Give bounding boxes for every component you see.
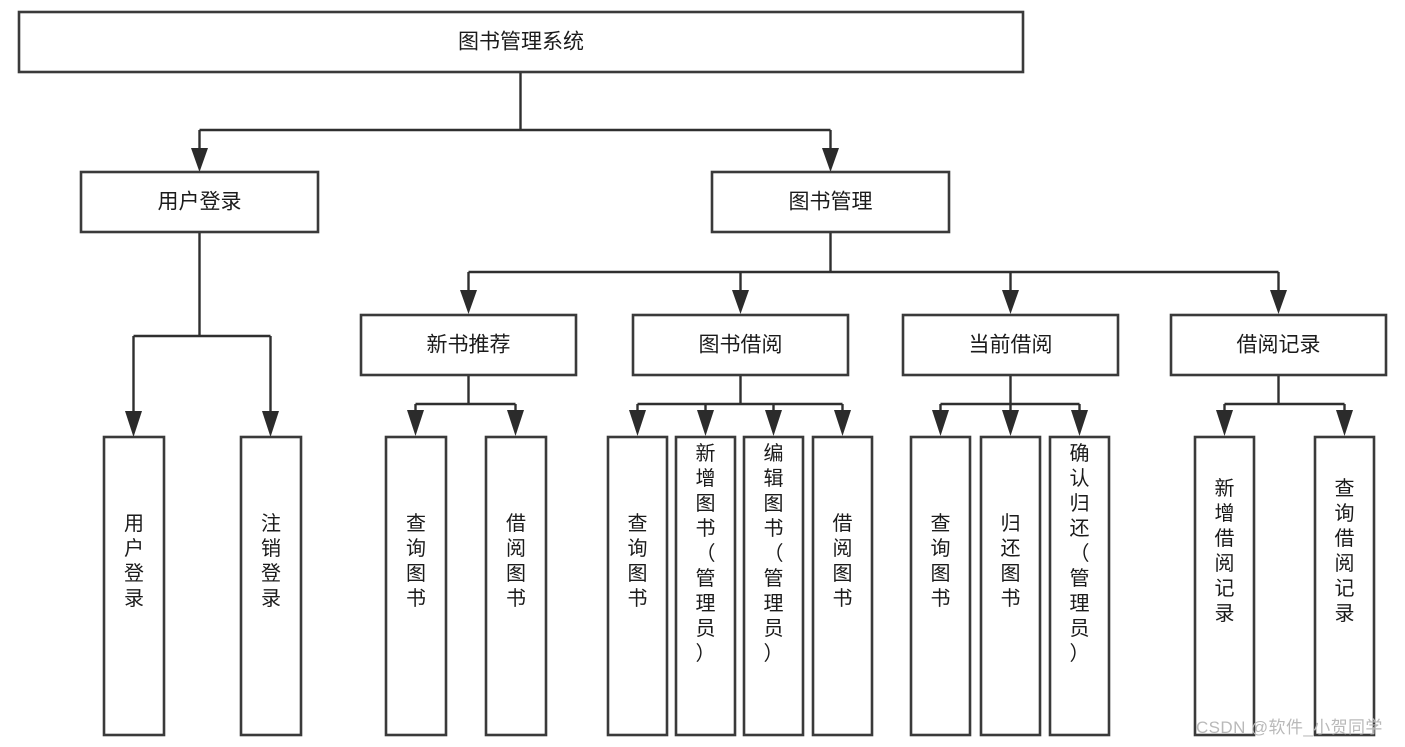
node-leaf-1[interactable]: 用户登录 <box>102 435 166 737</box>
node-current-box[interactable] <box>901 313 1120 377</box>
node-bookmgmt-label: 图书管理 <box>789 191 873 214</box>
node-leaf-1-label: 用户登录 <box>124 513 144 610</box>
arrow-to-borrow-icon <box>732 290 749 314</box>
node-leaf-13[interactable]: 查询借阅记录 <box>1313 435 1376 737</box>
node-leaf-5[interactable]: 查询图书 <box>606 435 669 737</box>
node-records[interactable]: 借阅记录 <box>1169 313 1388 377</box>
leaf-nodes-layer: 用户登录 注销登录 查询图书 借阅图书 查询图书 新增图书（管理员） <box>102 435 1376 737</box>
node-leaf-6-label: 新增图书（管理员） <box>696 442 716 665</box>
node-leaf-6-box[interactable] <box>674 435 737 737</box>
arrow-login-to-leaf2-icon <box>262 411 279 437</box>
node-leaf-12[interactable]: 新增借阅记录 <box>1193 435 1256 737</box>
node-leaf-5-label: 查询图书 <box>628 512 648 610</box>
node-leaf-10[interactable]: 归还图书 <box>979 435 1042 737</box>
node-records-box[interactable] <box>1169 313 1388 377</box>
node-leaf-9[interactable]: 查询图书 <box>909 435 972 737</box>
node-leaf-6[interactable]: 新增图书（管理员） <box>674 435 737 737</box>
node-newbook[interactable]: 新书推荐 <box>359 313 578 377</box>
node-leaf-4-box[interactable] <box>484 435 548 737</box>
node-leaf-7-label: 编辑图书（管理员） <box>764 442 784 665</box>
node-leaf-2[interactable]: 注销登录 <box>239 435 303 737</box>
node-leaf-12-label: 新增借阅记录 <box>1215 477 1235 625</box>
node-newbook-box[interactable] <box>359 313 578 377</box>
arrow-borrow-leaf5-icon <box>629 410 646 436</box>
node-root-label: 图书管理系统 <box>458 31 584 54</box>
node-leaf-10-box[interactable] <box>979 435 1042 737</box>
node-leaf-10-label: 归还图书 <box>1001 512 1021 610</box>
node-records-label: 借阅记录 <box>1237 334 1321 357</box>
node-leaf-7[interactable]: 编辑图书（管理员） <box>742 435 805 737</box>
node-leaf-7-box[interactable] <box>742 435 805 737</box>
arrow-login-to-leaf1-icon <box>125 411 142 437</box>
arrow-borrow-leaf8-icon <box>834 410 851 436</box>
node-bookmgmt-box[interactable] <box>710 170 951 234</box>
node-root[interactable]: 图书管理系统 <box>17 10 1025 74</box>
node-current-label: 当前借阅 <box>969 334 1053 357</box>
node-root-box[interactable] <box>17 10 1025 74</box>
node-leaf-1-box[interactable] <box>102 435 166 737</box>
node-borrow-box[interactable] <box>631 313 850 377</box>
csdn-watermark: CSDN @软件_小贺同学 <box>1196 718 1383 737</box>
node-leaf-9-box[interactable] <box>909 435 972 737</box>
arrow-borrow-leaf7-icon <box>765 410 782 436</box>
node-borrow[interactable]: 图书借阅 <box>631 313 850 377</box>
arrow-records-leaf13-icon <box>1336 410 1353 436</box>
node-leaf-8[interactable]: 借阅图书 <box>811 435 874 737</box>
arrow-root-to-bookmgmt-icon <box>822 148 839 172</box>
node-leaf-3-box[interactable] <box>384 435 448 737</box>
node-leaf-3-label: 查询图书 <box>406 512 426 610</box>
node-leaf-13-label: 查询借阅记录 <box>1335 477 1355 625</box>
arrow-newbook-leaf3-icon <box>407 410 424 436</box>
arrow-to-records-icon <box>1270 290 1287 314</box>
node-leaf-11-label: 确认归还（管理员） <box>1070 442 1090 665</box>
node-leaf-11-box[interactable] <box>1048 435 1111 737</box>
node-current[interactable]: 当前借阅 <box>901 313 1120 377</box>
arrow-borrow-leaf6-icon <box>697 410 714 436</box>
node-leaf-2-label: 注销登录 <box>261 512 281 610</box>
node-leaf-3[interactable]: 查询图书 <box>384 435 448 737</box>
node-bookmgmt[interactable]: 图书管理 <box>710 170 951 234</box>
arrow-to-newbook-icon <box>460 290 477 314</box>
node-leaf-13-box[interactable] <box>1313 435 1376 737</box>
node-leaf-8-label: 借阅图书 <box>833 512 853 610</box>
node-newbook-label: 新书推荐 <box>427 334 511 357</box>
node-login-label: 用户登录 <box>158 191 242 214</box>
node-leaf-2-box[interactable] <box>239 435 303 737</box>
node-leaf-4[interactable]: 借阅图书 <box>484 435 548 737</box>
arrow-current-leaf9-icon <box>932 410 949 436</box>
node-leaf-9-label: 查询图书 <box>931 512 951 610</box>
node-login[interactable]: 用户登录 <box>79 170 320 234</box>
arrow-to-current-icon <box>1002 290 1019 314</box>
arrow-current-leaf10-icon <box>1002 410 1019 436</box>
arrow-newbook-leaf4-icon <box>507 410 524 436</box>
arrow-root-to-login-icon <box>191 148 208 172</box>
connectors-layer <box>125 72 1353 437</box>
node-borrow-label: 图书借阅 <box>699 334 783 357</box>
node-leaf-11[interactable]: 确认归还（管理员） <box>1048 435 1111 737</box>
arrow-records-leaf12-icon <box>1216 410 1233 436</box>
node-leaf-8-box[interactable] <box>811 435 874 737</box>
node-leaf-4-label: 借阅图书 <box>506 512 526 610</box>
node-leaf-12-box[interactable] <box>1193 435 1256 737</box>
node-leaf-5-box[interactable] <box>606 435 669 737</box>
arrow-current-leaf11-icon <box>1071 410 1088 436</box>
node-login-box[interactable] <box>79 170 320 234</box>
